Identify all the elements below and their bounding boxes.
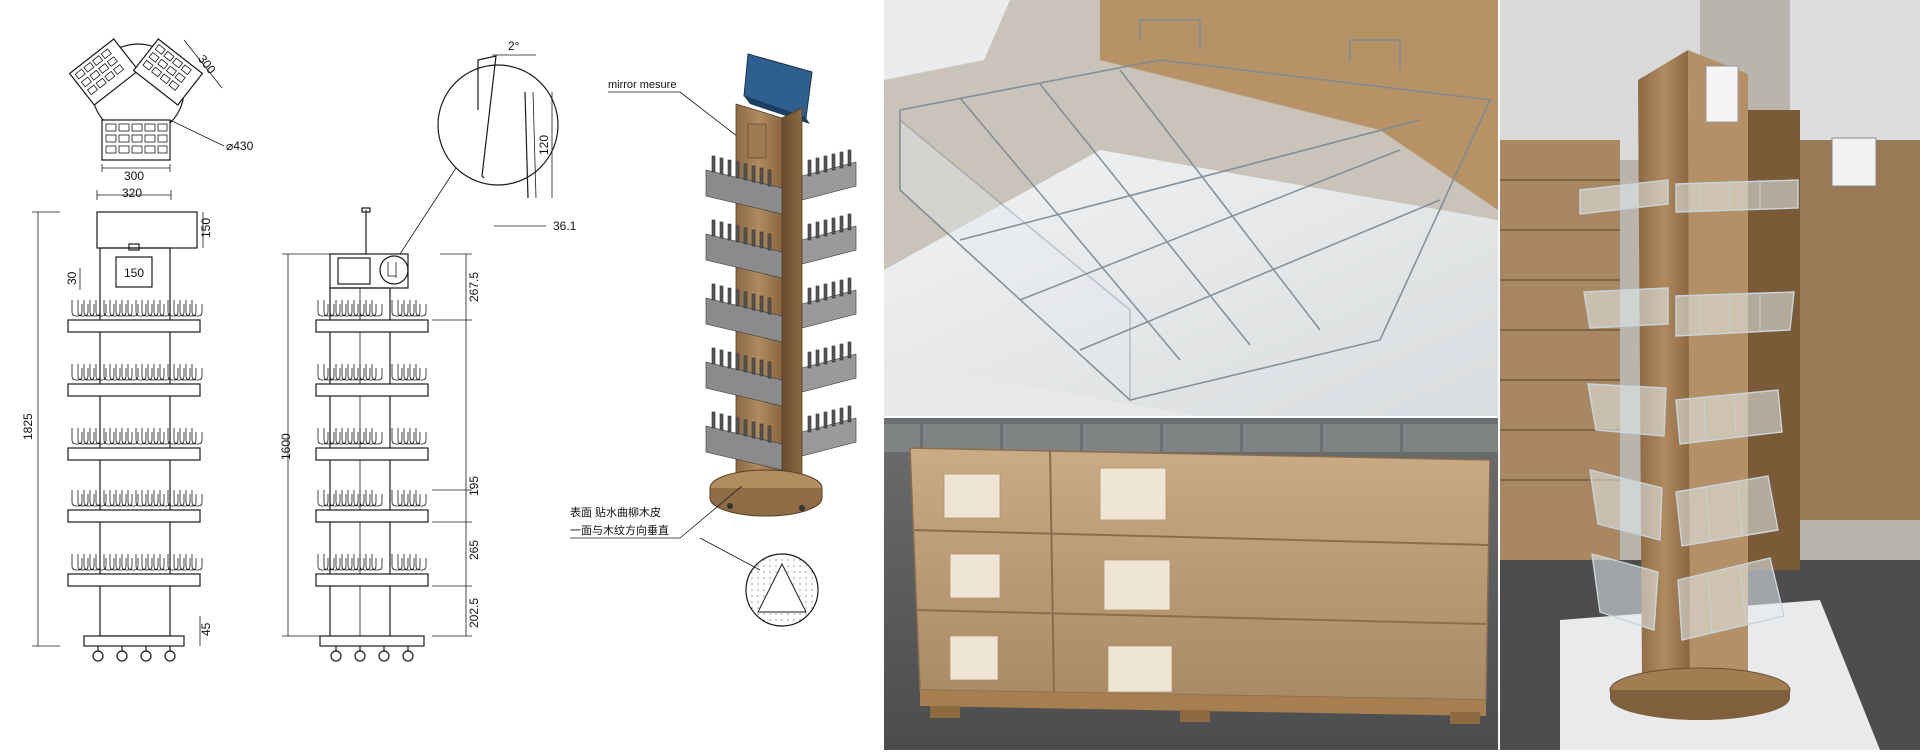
dim-cap-width: 320 [122, 186, 142, 200]
label-mirror: mirror mesure [608, 79, 676, 91]
iso-view: mirror mesure 表面 贴水曲柳木皮 [570, 53, 857, 627]
top-cap [96, 211, 198, 249]
dim-shelf-pitch: 195 [467, 476, 481, 496]
photo-acrylic-tray [884, 0, 1498, 416]
front-base [83, 635, 185, 647]
dim-detail-depth: 36.1 [553, 219, 577, 233]
front-view: 320 150 150 30 1825 [21, 186, 213, 662]
side-base [319, 635, 425, 647]
side-casters [330, 646, 414, 662]
dim-top: 267.5 [467, 272, 481, 302]
dim-sign: 150 [124, 266, 144, 280]
front-casters [92, 646, 176, 662]
front-shelves [67, 300, 202, 587]
note-line-1: 表面 贴水曲柳木皮 [570, 505, 661, 519]
dim-cap-height: 150 [199, 218, 213, 238]
dim-body-height: 1600 [279, 433, 293, 460]
dim-top-gap: 30 [65, 271, 79, 285]
tray-bottom [101, 119, 171, 161]
tray-left [68, 38, 140, 106]
tray-right [132, 38, 204, 106]
dim-bottom: 202.5 [467, 598, 481, 628]
top-view: 300 ⌀430 300 [68, 38, 254, 183]
photo-cartons-pallet [884, 418, 1498, 750]
sign-panel [115, 256, 153, 288]
iso-trays-left [705, 155, 783, 471]
iso-trays-right [801, 149, 857, 457]
side-view: 2° 120 36.1 1600 [279, 39, 577, 662]
detail-circle [437, 64, 559, 186]
dim-top-width: 300 [124, 169, 144, 183]
dim-detail-height: 120 [537, 135, 551, 155]
side-shelves [315, 300, 429, 587]
dim-diameter: ⌀430 [226, 139, 254, 153]
dim-total-height: 1825 [21, 413, 35, 440]
dim-base: 45 [199, 622, 213, 636]
note-line-2: 一面与木纹方向垂直 [570, 523, 669, 537]
side-cap [329, 253, 409, 289]
photo-assembled-stand [1500, 0, 1920, 750]
dim-lower-shelf: 265 [467, 540, 481, 560]
dim-angle: 2° [508, 39, 520, 53]
